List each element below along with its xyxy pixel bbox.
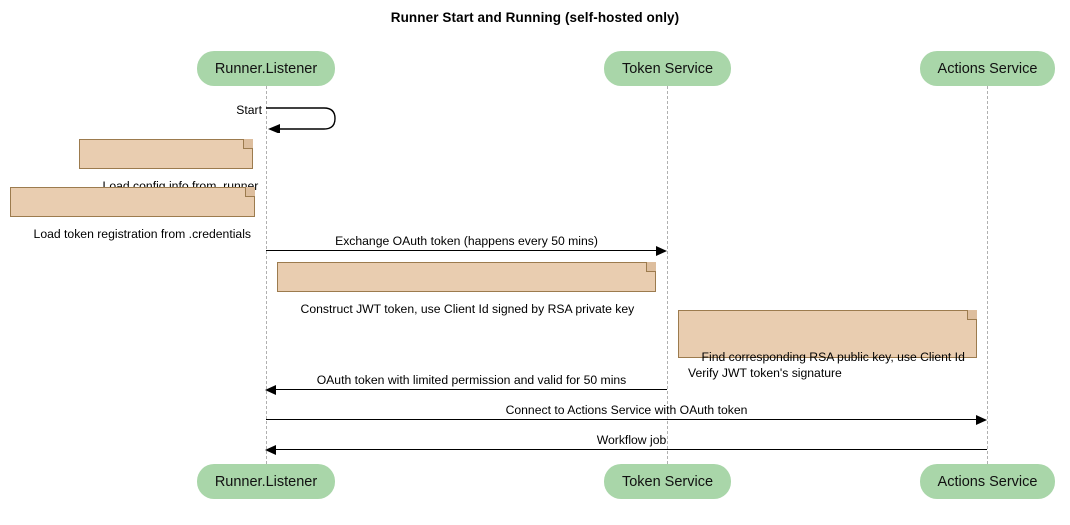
note-fold-icon bbox=[245, 187, 255, 197]
message-line-connect-actions-service bbox=[266, 419, 977, 420]
note-verify-jwt-signature: Find corresponding RSA public key, use C… bbox=[678, 310, 977, 380]
participant-label: Token Service bbox=[621, 473, 714, 490]
self-message-start bbox=[266, 105, 346, 133]
lifeline-actions bbox=[987, 86, 988, 464]
page-title: Runner Start and Running (self-hosted on… bbox=[390, 10, 680, 25]
note-load-token-registration: Load token registration from .credential… bbox=[10, 187, 255, 241]
participant-label: Actions Service bbox=[937, 60, 1038, 77]
arrow-head-oauth-token-returned bbox=[265, 384, 276, 395]
participant-label: Runner.Listener bbox=[214, 473, 318, 490]
lifeline-runner bbox=[266, 86, 267, 464]
message-label-workflow-job: Workflow job bbox=[596, 433, 667, 447]
participant-label: Token Service bbox=[621, 60, 714, 77]
message-line-exchange-oauth-token bbox=[266, 250, 657, 251]
message-label-oauth-token-returned: OAuth token with limited permission and … bbox=[316, 373, 627, 387]
arrow-head-workflow-job bbox=[265, 444, 276, 455]
participant-actions-top[interactable]: Actions Service bbox=[920, 51, 1055, 86]
participant-runner-bottom[interactable]: Runner.Listener bbox=[197, 464, 335, 499]
note-fold-icon bbox=[646, 262, 656, 272]
note-text: Load token registration from .credential… bbox=[33, 227, 252, 241]
participant-token-top[interactable]: Token Service bbox=[604, 51, 731, 86]
note-load-config: Load config info from .runner bbox=[79, 139, 258, 193]
message-label-connect-actions-service: Connect to Actions Service with OAuth to… bbox=[505, 403, 748, 417]
note-fold-icon bbox=[243, 139, 253, 149]
note-construct-jwt-token: Construct JWT token, use Client Id signe… bbox=[277, 262, 656, 316]
message-line-workflow-job bbox=[276, 449, 987, 450]
note-text: Construct JWT token, use Client Id signe… bbox=[300, 302, 635, 316]
participant-label: Runner.Listener bbox=[214, 60, 318, 77]
message-label-exchange-oauth-token: Exchange OAuth token (happens every 50 m… bbox=[335, 234, 598, 248]
message-label-start: Start bbox=[236, 103, 262, 117]
message-line-oauth-token-returned bbox=[276, 389, 667, 390]
participant-actions-bottom[interactable]: Actions Service bbox=[920, 464, 1055, 499]
participant-token-bottom[interactable]: Token Service bbox=[604, 464, 731, 499]
note-text: Find corresponding RSA public key, use C… bbox=[688, 350, 965, 380]
lifeline-token bbox=[667, 86, 668, 464]
arrow-head-exchange-oauth-token bbox=[656, 245, 667, 256]
participant-runner-top[interactable]: Runner.Listener bbox=[197, 51, 335, 86]
note-fold-icon bbox=[967, 310, 977, 320]
participant-label: Actions Service bbox=[937, 473, 1038, 490]
arrow-head-connect-actions-service bbox=[976, 414, 987, 425]
